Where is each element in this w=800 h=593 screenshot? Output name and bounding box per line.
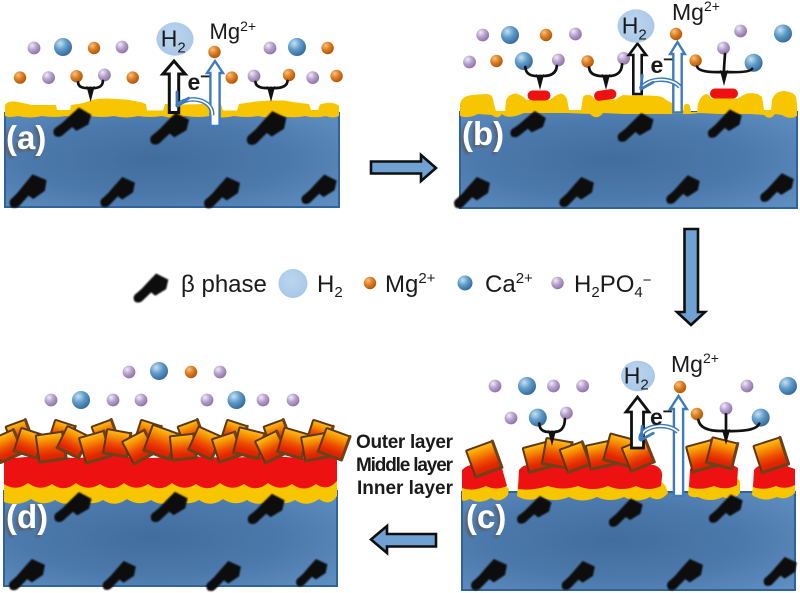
svg-text:Ca2+: Ca2+ <box>485 270 533 298</box>
svg-text:(d): (d) <box>4 501 46 538</box>
svg-text:Inner layer: Inner layer <box>357 478 454 499</box>
svg-text:Middle layer: Middle layer <box>356 455 454 476</box>
svg-text:(d): (d) <box>6 498 48 535</box>
svg-text:(b): (b) <box>462 115 504 152</box>
svg-text:(a): (a) <box>4 122 44 159</box>
svg-text:β phase: β phase <box>181 271 267 298</box>
svg-text:(a): (a) <box>6 119 46 156</box>
svg-text:(b): (b) <box>460 118 502 155</box>
svg-text:(c): (c) <box>464 501 504 538</box>
svg-text:Outer layer: Outer layer <box>356 432 454 453</box>
svg-text:(c): (c) <box>466 498 506 535</box>
